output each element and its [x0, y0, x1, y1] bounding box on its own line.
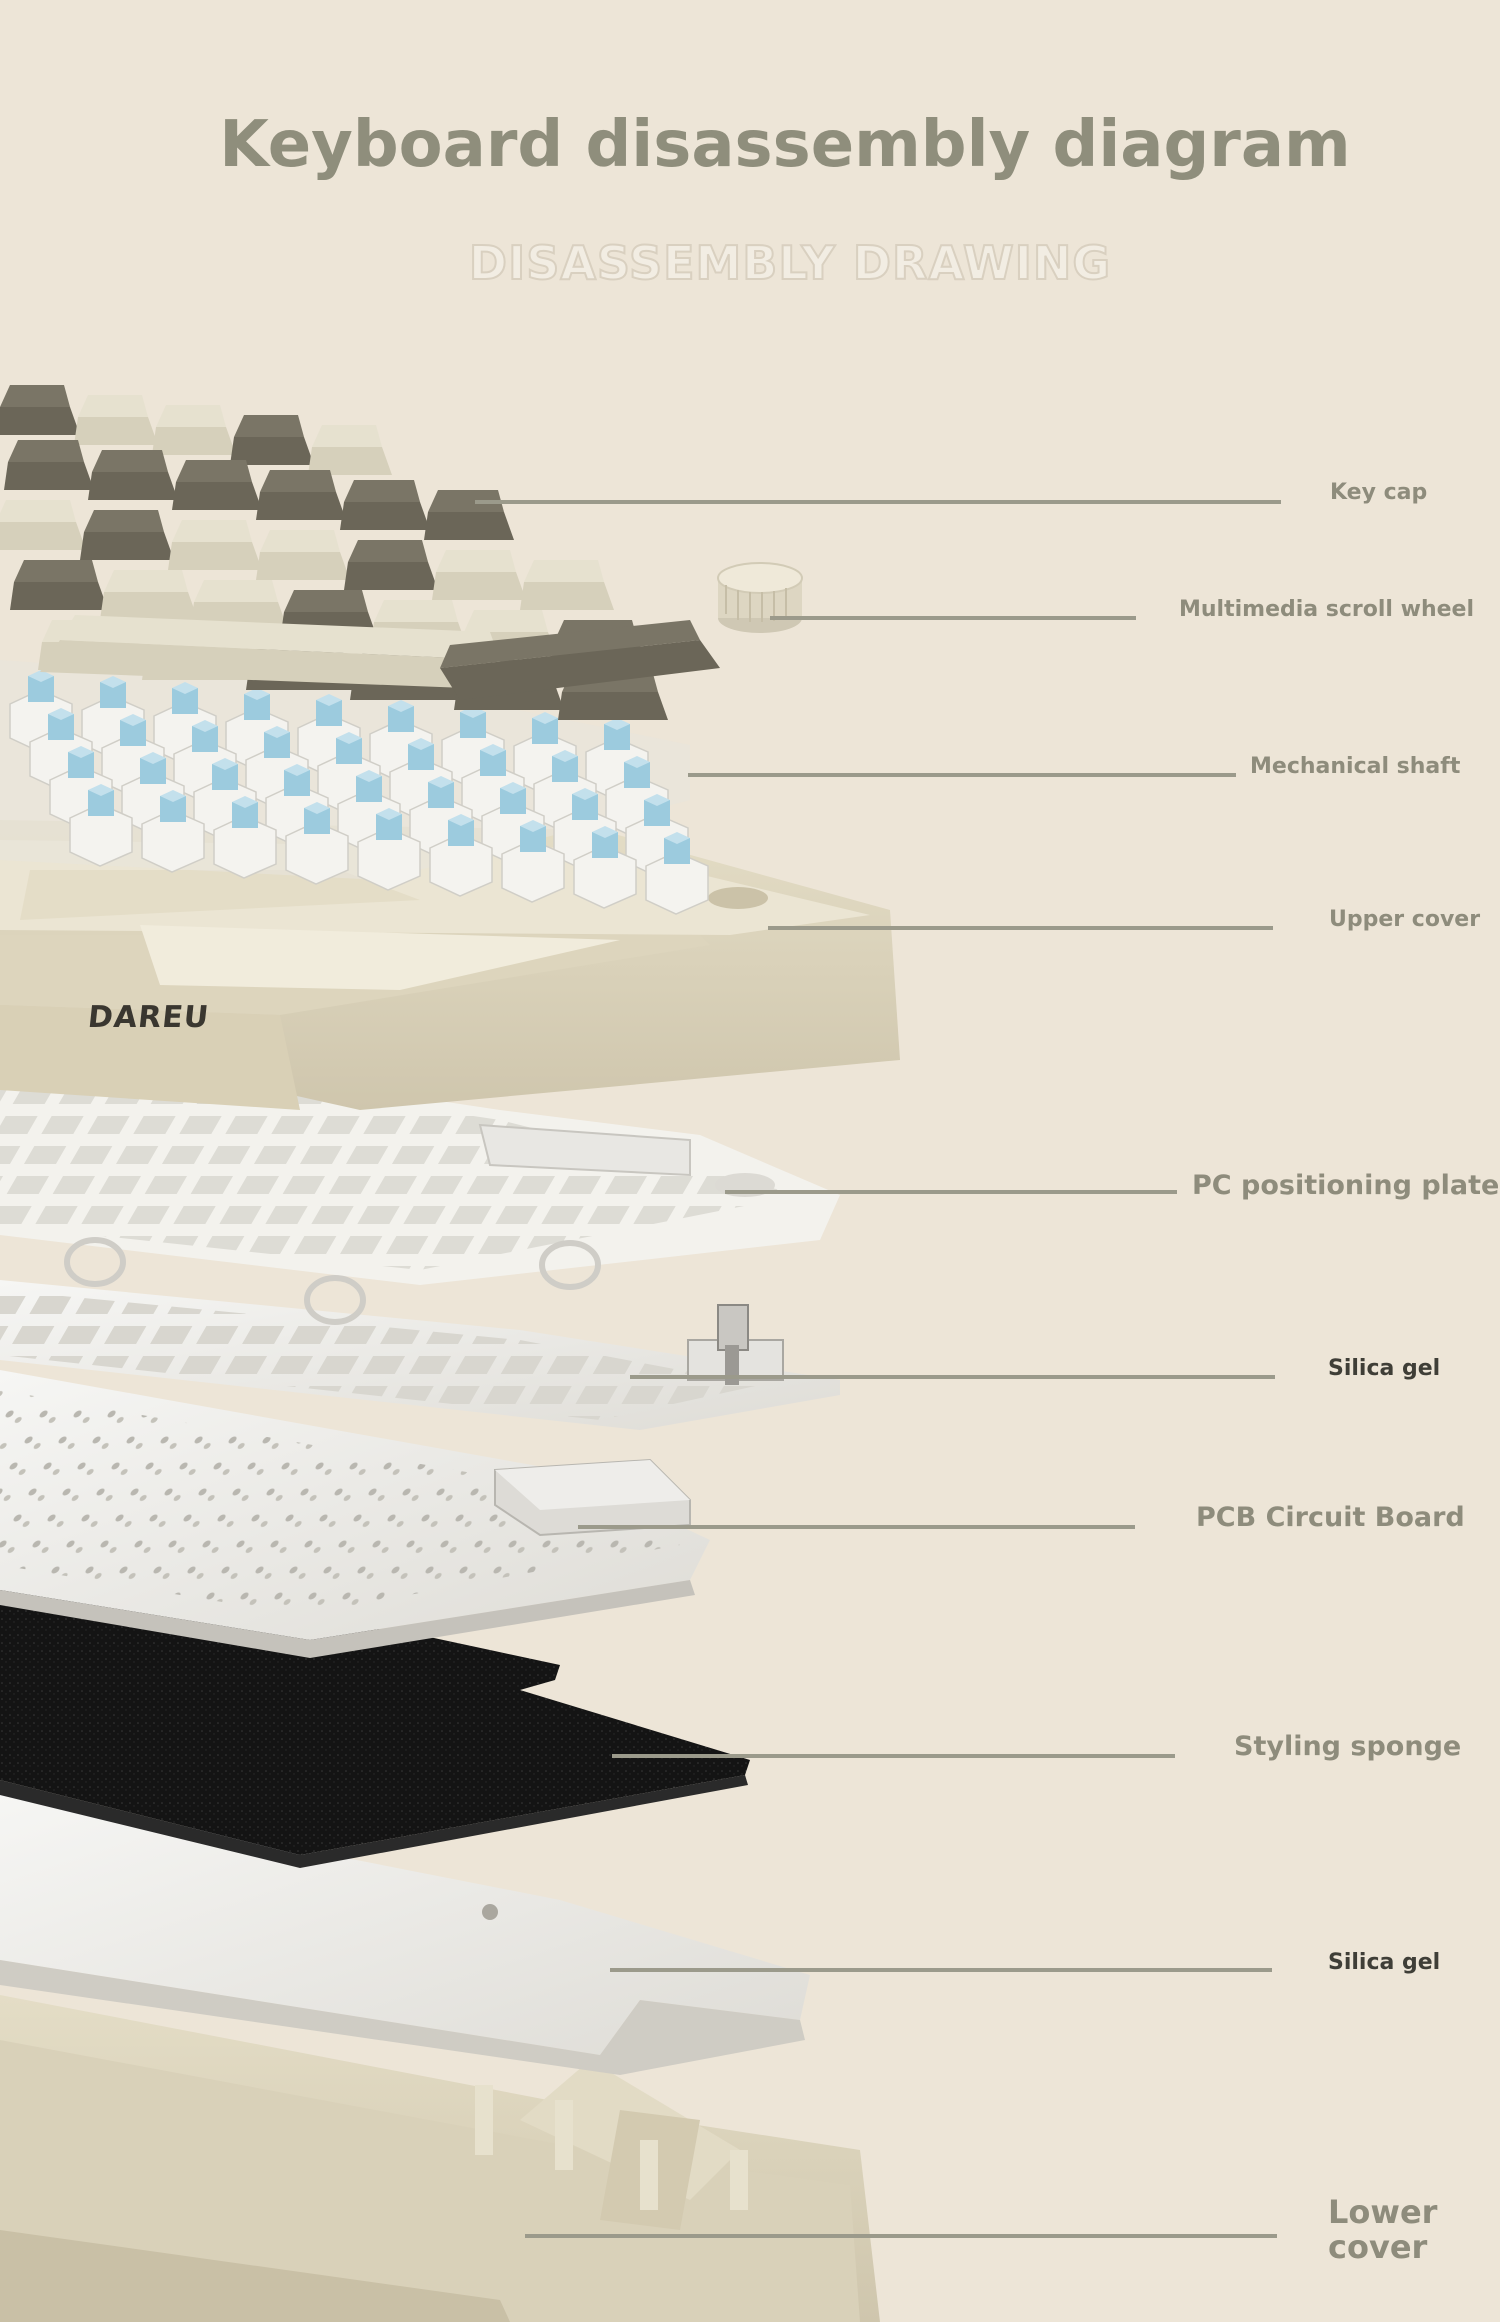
keycap [432, 550, 526, 600]
keycap [0, 500, 86, 550]
keycap [0, 385, 80, 435]
leader-line-sponge [612, 1754, 1175, 1758]
keycap [168, 520, 262, 570]
keycap [308, 425, 392, 475]
part-label-pcb-circuit-board: PCB Circuit Board [1196, 1502, 1465, 1533]
keycap-long [40, 615, 720, 700]
keycap [88, 450, 178, 500]
keycap [256, 530, 350, 580]
part-label-styling-sponge: Styling sponge [1234, 1731, 1462, 1762]
switch [389, 738, 453, 821]
styling-sponge-shape [0, 1575, 750, 1868]
keycap [80, 510, 174, 560]
lower-cover-shape [0, 1995, 880, 2322]
switch [645, 832, 709, 915]
switch [429, 814, 493, 897]
keycap [4, 440, 94, 490]
leader-line-keycap [475, 500, 1281, 504]
keycap [10, 560, 108, 610]
part-label-upper-cover: Upper cover [1329, 907, 1481, 932]
keycap [172, 460, 262, 510]
leader-line-pc-plate [725, 1190, 1177, 1194]
switch [141, 790, 205, 873]
switch [121, 752, 185, 835]
keycap [424, 490, 514, 540]
switch [573, 826, 637, 909]
leader-line-scroll-wheel [770, 616, 1136, 620]
leader-line-silica-gel-lower [610, 1968, 1272, 1972]
switch [357, 808, 421, 891]
switch [69, 784, 133, 867]
part-label-silica-gel-upper: Silica gel [1328, 1356, 1441, 1381]
dareu-logo: DAREU [86, 1000, 211, 1035]
switch [501, 820, 565, 903]
keycap [152, 405, 236, 455]
leader-line-pcb [578, 1525, 1135, 1529]
part-label-multimedia-scroll-wheel: Multimedia scroll wheel [1179, 597, 1475, 622]
upper-silica-gel-shape [0, 1280, 840, 1430]
page-subtitle: DISASSEMBLY DRAWING [468, 235, 1112, 291]
part-label-pc-positioning-plate: PC positioning plate [1192, 1170, 1500, 1201]
part-label-silica-gel-lower: Silica gel [1328, 1950, 1441, 1975]
keycap-array [0, 385, 720, 720]
keycap [230, 415, 314, 465]
keycap [340, 480, 430, 530]
part-label-mechanical-shaft: Mechanical shaft [1250, 754, 1461, 779]
bottom-silica-gel-shape [0, 1790, 810, 2075]
switch-array [9, 670, 709, 915]
switch [285, 802, 349, 885]
pcb-board-shape [0, 1370, 710, 1658]
part-label-key-cap: Key cap [1330, 480, 1428, 505]
leader-line-lower-cover [525, 2234, 1277, 2238]
leader-line-upper-cover [768, 926, 1273, 930]
leader-line-silica-gel-upper [630, 1375, 1275, 1379]
scroll-wheel-shape [717, 562, 803, 633]
leader-line-mechanical-shaft [688, 773, 1236, 777]
part-label-lower-cover: Lower cover [1328, 2193, 1438, 2266]
page-title: Keyboard disassembly diagram [219, 108, 1351, 182]
keycap [100, 570, 198, 620]
keycap [344, 540, 438, 590]
switch [213, 796, 277, 879]
keycap [256, 470, 346, 520]
keycap [74, 395, 158, 445]
keycap [520, 560, 614, 610]
